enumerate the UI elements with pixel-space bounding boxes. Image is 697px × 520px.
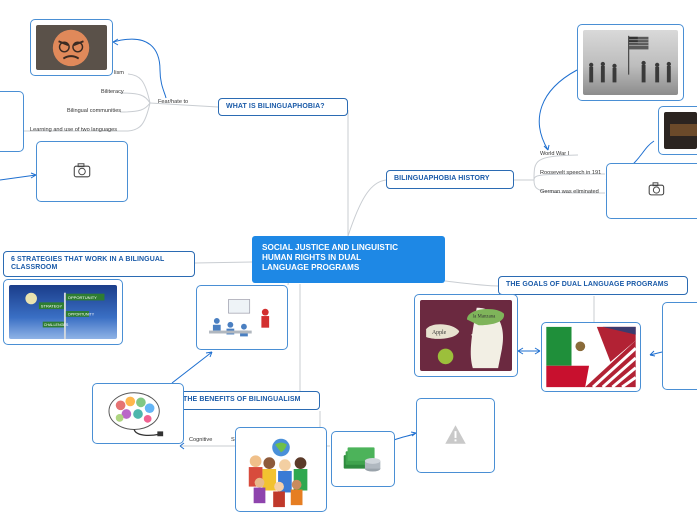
link-goals — [445, 281, 498, 286]
image-world-war-photo[interactable] — [577, 24, 684, 101]
link-history — [348, 180, 386, 236]
camera-icon — [37, 142, 127, 201]
image-mexico-usa-flags[interactable] — [541, 322, 641, 392]
label-ism[interactable]: lism — [114, 70, 124, 76]
poster-text-apple: Apple — [432, 330, 447, 336]
children-flags-icon — [236, 428, 326, 511]
topic-bilinguaphobia-history[interactable]: BILINGUAPHOBIA HISTORY — [386, 170, 514, 189]
arrow-brain-teacher — [172, 352, 212, 383]
image-children-world[interactable] — [235, 427, 327, 512]
central-topic[interactable]: SOCIAL JUSTICE AND LINGUISTIC HUMAN RIGH… — [252, 236, 445, 283]
money-icon — [332, 432, 394, 486]
arrow-money-warning — [394, 433, 416, 440]
link-strategies — [195, 262, 252, 263]
topic-benefits-bilingualism[interactable]: THE BENEFITS OF BILINGUALISM — [176, 391, 320, 410]
camera-icon — [607, 164, 697, 218]
image-placeholder-right[interactable] — [606, 163, 697, 219]
angry-face-icon — [36, 25, 107, 70]
image-placeholder-left[interactable] — [36, 141, 128, 202]
central-line-1: SOCIAL JUSTICE AND LINGUISTIC — [262, 243, 437, 253]
image-apple-manzana-poster[interactable]: la Manzana Apple — [414, 294, 518, 377]
sign-text-1: OPPORTUNITY — [68, 295, 97, 300]
brain-icon — [93, 384, 183, 443]
image-money-coins[interactable] — [331, 431, 395, 487]
topic-goals-dual-language[interactable]: THE GOALS OF DUAL LANGUAGE PROGRAMS — [498, 276, 688, 295]
label-bilingual-communities[interactable]: Bilingual communities — [67, 108, 121, 114]
bilingual-poster-icon: la Manzana Apple — [420, 300, 512, 371]
image-classroom[interactable] — [196, 285, 288, 350]
label-world-war-1[interactable]: World War I — [540, 151, 569, 157]
label-cognitive[interactable]: Cognitive — [189, 437, 212, 443]
label-german-eliminated[interactable]: German was eliminated — [540, 189, 599, 195]
image-partial-left-top[interactable] — [0, 91, 24, 152]
image-strategy-signs[interactable]: OPPORTUNITY STRATEGY OPPORTUNITY CHALLEN… — [3, 279, 123, 345]
sign-text-4: CHALLENGES — [44, 323, 69, 327]
flags-icon — [542, 323, 640, 391]
arrow-left-edge — [0, 175, 36, 180]
label-learning-two-languages[interactable]: Learning and use of two languages — [30, 127, 117, 133]
arrow-ww1-photo — [539, 70, 577, 150]
image-colorful-brain[interactable] — [92, 383, 184, 444]
topic-strategies[interactable]: 6 STRATEGIES THAT WORK IN A BILINGUAL CL… — [3, 251, 195, 277]
flag-soldiers-icon — [583, 30, 678, 95]
label-roosevelt-speech[interactable]: Roosevelt speech in 191 — [540, 170, 601, 176]
classroom-icon — [197, 286, 287, 349]
sign-text-2: STRATEGY — [41, 304, 63, 309]
label-biliteracy[interactable]: Biliteracy — [101, 89, 124, 95]
image-partial-right-dark[interactable] — [658, 106, 697, 155]
central-line-2: HUMAN RIGHTS IN DUAL — [262, 253, 437, 263]
image-partial-right-lower[interactable] — [662, 302, 697, 390]
topic-what-is-bilinguaphobia[interactable]: WHAT IS BILINGUAPHOBIA? — [218, 98, 348, 116]
poster-text-manzana: la Manzana — [473, 315, 496, 320]
image-broken-warning[interactable] — [416, 398, 495, 473]
sign-text-3: OPPORTUNITY — [68, 312, 95, 316]
signpost-icon: OPPORTUNITY STRATEGY OPPORTUNITY CHALLEN… — [9, 285, 117, 339]
central-line-3: LANGUAGE PROGRAMS — [262, 263, 437, 273]
image-angry-face[interactable] — [30, 19, 113, 76]
label-fear-hate[interactable]: Fear/hate to — [158, 99, 188, 105]
warning-icon — [417, 399, 494, 472]
